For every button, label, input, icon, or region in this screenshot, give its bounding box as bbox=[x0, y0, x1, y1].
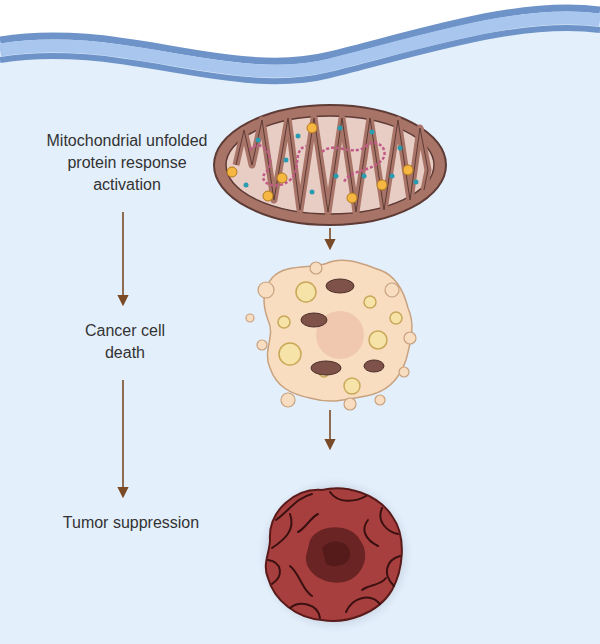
flow-arrow bbox=[122, 380, 124, 496]
step-label: Cancer cell death bbox=[61, 318, 189, 366]
step-text: Cancer cell death bbox=[65, 320, 185, 364]
step-text: Tumor suppression bbox=[46, 512, 216, 534]
dying-cell bbox=[246, 260, 416, 410]
step-text: Mitochondrial unfolded protein response … bbox=[32, 130, 222, 196]
flow-arrow bbox=[122, 212, 124, 304]
step-label: Tumor suppression bbox=[42, 510, 220, 536]
step-label: Mitochondrial unfolded protein response … bbox=[28, 128, 226, 198]
tumor bbox=[257, 477, 413, 633]
membrane bbox=[0, 0, 600, 81]
picture-arrows bbox=[329, 228, 331, 448]
mitochondrion bbox=[214, 105, 446, 225]
